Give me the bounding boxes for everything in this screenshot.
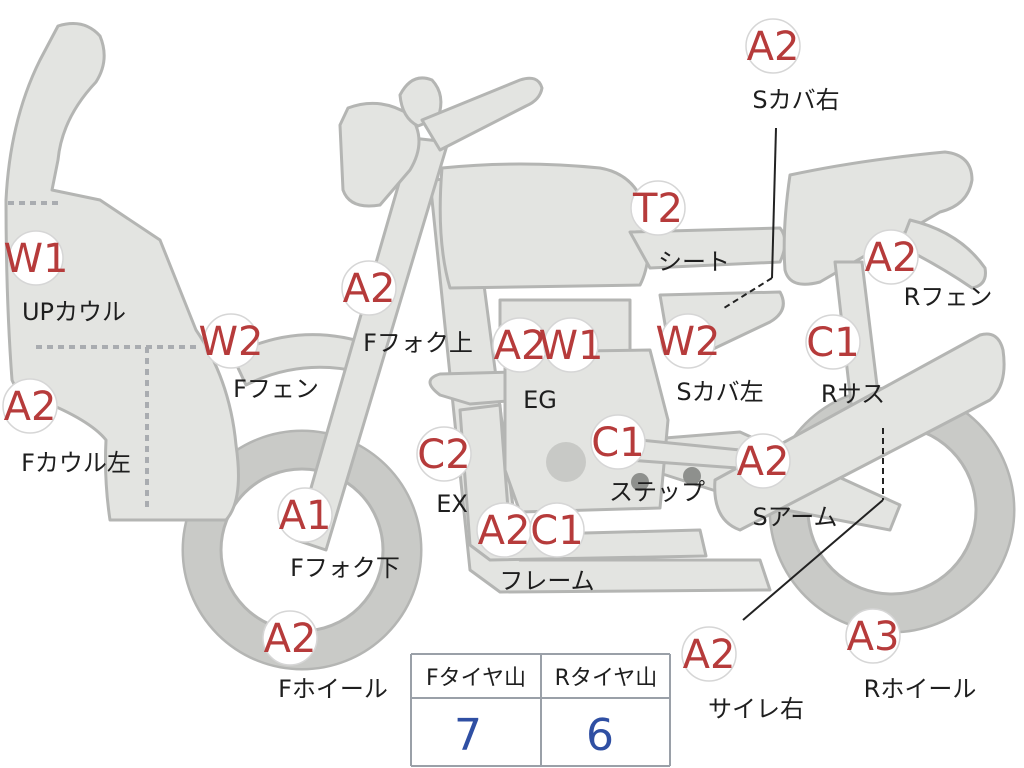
marker-code: A2 (683, 632, 736, 678)
marker-code: A2 (478, 508, 531, 554)
marker-circle (341, 260, 397, 316)
marker-circle (416, 426, 472, 482)
marker-circle (262, 610, 318, 666)
tail-cowl-shape (782, 150, 974, 286)
rear-tire-header: Rタイヤ山 (555, 666, 658, 691)
marker-code: A2 (494, 323, 547, 369)
part-label: Sカバ左 (676, 378, 763, 406)
fuel-tank-shape (438, 162, 651, 290)
marker-circle (745, 18, 801, 74)
marker-code: A2 (747, 24, 800, 70)
part-label: サイレ右 (708, 695, 804, 723)
part-label: Fカウル左 (21, 449, 131, 477)
rear-fender-shape (898, 218, 987, 290)
part-label: Sアーム (752, 503, 837, 531)
front-cowl-shape (4, 22, 240, 522)
part-label: Rフェン (904, 283, 993, 311)
part-label: シート (658, 248, 730, 276)
marker-code: W1 (539, 323, 604, 369)
rear-tire-value: 6 (586, 710, 614, 761)
damage-marker-silencer-right: A2 サイレ右 (681, 626, 804, 723)
marker-circle (529, 502, 585, 558)
marker-circle (660, 313, 716, 369)
part-label: UPカウル (22, 298, 126, 326)
front-tire-value: 7 (454, 710, 482, 761)
part-label: Rサス (821, 380, 885, 408)
cowl-partition-lines (8, 201, 198, 510)
marker-circle (277, 487, 333, 543)
damage-marker-step: C1 ステップ (590, 414, 705, 506)
tire-table: Fタイヤ山 Rタイヤ山 7 6 (410, 653, 671, 767)
marker-code: T2 (632, 186, 683, 232)
marker-circle (543, 317, 599, 373)
marker-code: C2 (417, 432, 470, 478)
marker-code: C1 (806, 320, 859, 366)
part-label: Sカバ右 (752, 86, 839, 114)
part-label: EX (436, 490, 468, 518)
marker-circle (203, 313, 259, 369)
part-label: EG (523, 386, 557, 414)
part-label: Fホイール (278, 675, 388, 703)
marker-code: W2 (656, 319, 721, 365)
part-label: フレーム (499, 567, 594, 595)
marker-circle (2, 378, 58, 434)
marker-code: A3 (847, 614, 900, 660)
marker-circle (630, 180, 686, 236)
silencer-shape (713, 332, 1006, 532)
handlebar-shape (420, 76, 544, 152)
marker-circle (8, 230, 64, 286)
damage-marker-frame-c1: C1 (529, 502, 585, 558)
marker-code: C1 (530, 508, 583, 554)
leader-lines (723, 127, 884, 621)
part-label: Fフォク上 (363, 329, 473, 357)
headlight-shape (338, 101, 421, 208)
marker-code: W1 (4, 236, 69, 282)
marker-code: A2 (865, 235, 918, 281)
marker-circle (681, 626, 737, 682)
marker-code: A2 (737, 439, 790, 485)
marker-circle (590, 414, 646, 470)
marker-code: W2 (199, 319, 264, 365)
damage-marker-seat: T2 シート (630, 180, 730, 276)
marker-circle (735, 433, 791, 489)
marker-circle (863, 229, 919, 285)
marker-circle (805, 314, 861, 370)
damage-marker-eg-w1: W1 (539, 317, 604, 373)
marker-code: A1 (279, 493, 332, 539)
damage-marker-frame: A2 フレーム (476, 502, 595, 595)
front-tire-header: Fタイヤ山 (426, 666, 526, 691)
marker-code: A2 (343, 266, 396, 312)
part-label: Fフォク下 (290, 554, 400, 582)
mirror-shape (398, 76, 443, 128)
marker-code: A2 (4, 384, 57, 430)
part-label: ステップ (609, 478, 705, 506)
part-label: Fフェン (233, 375, 319, 403)
marker-code: A2 (264, 616, 317, 662)
marker-circle (845, 608, 901, 664)
part-label: Rホイール (864, 675, 977, 703)
marker-code: C1 (591, 420, 644, 466)
